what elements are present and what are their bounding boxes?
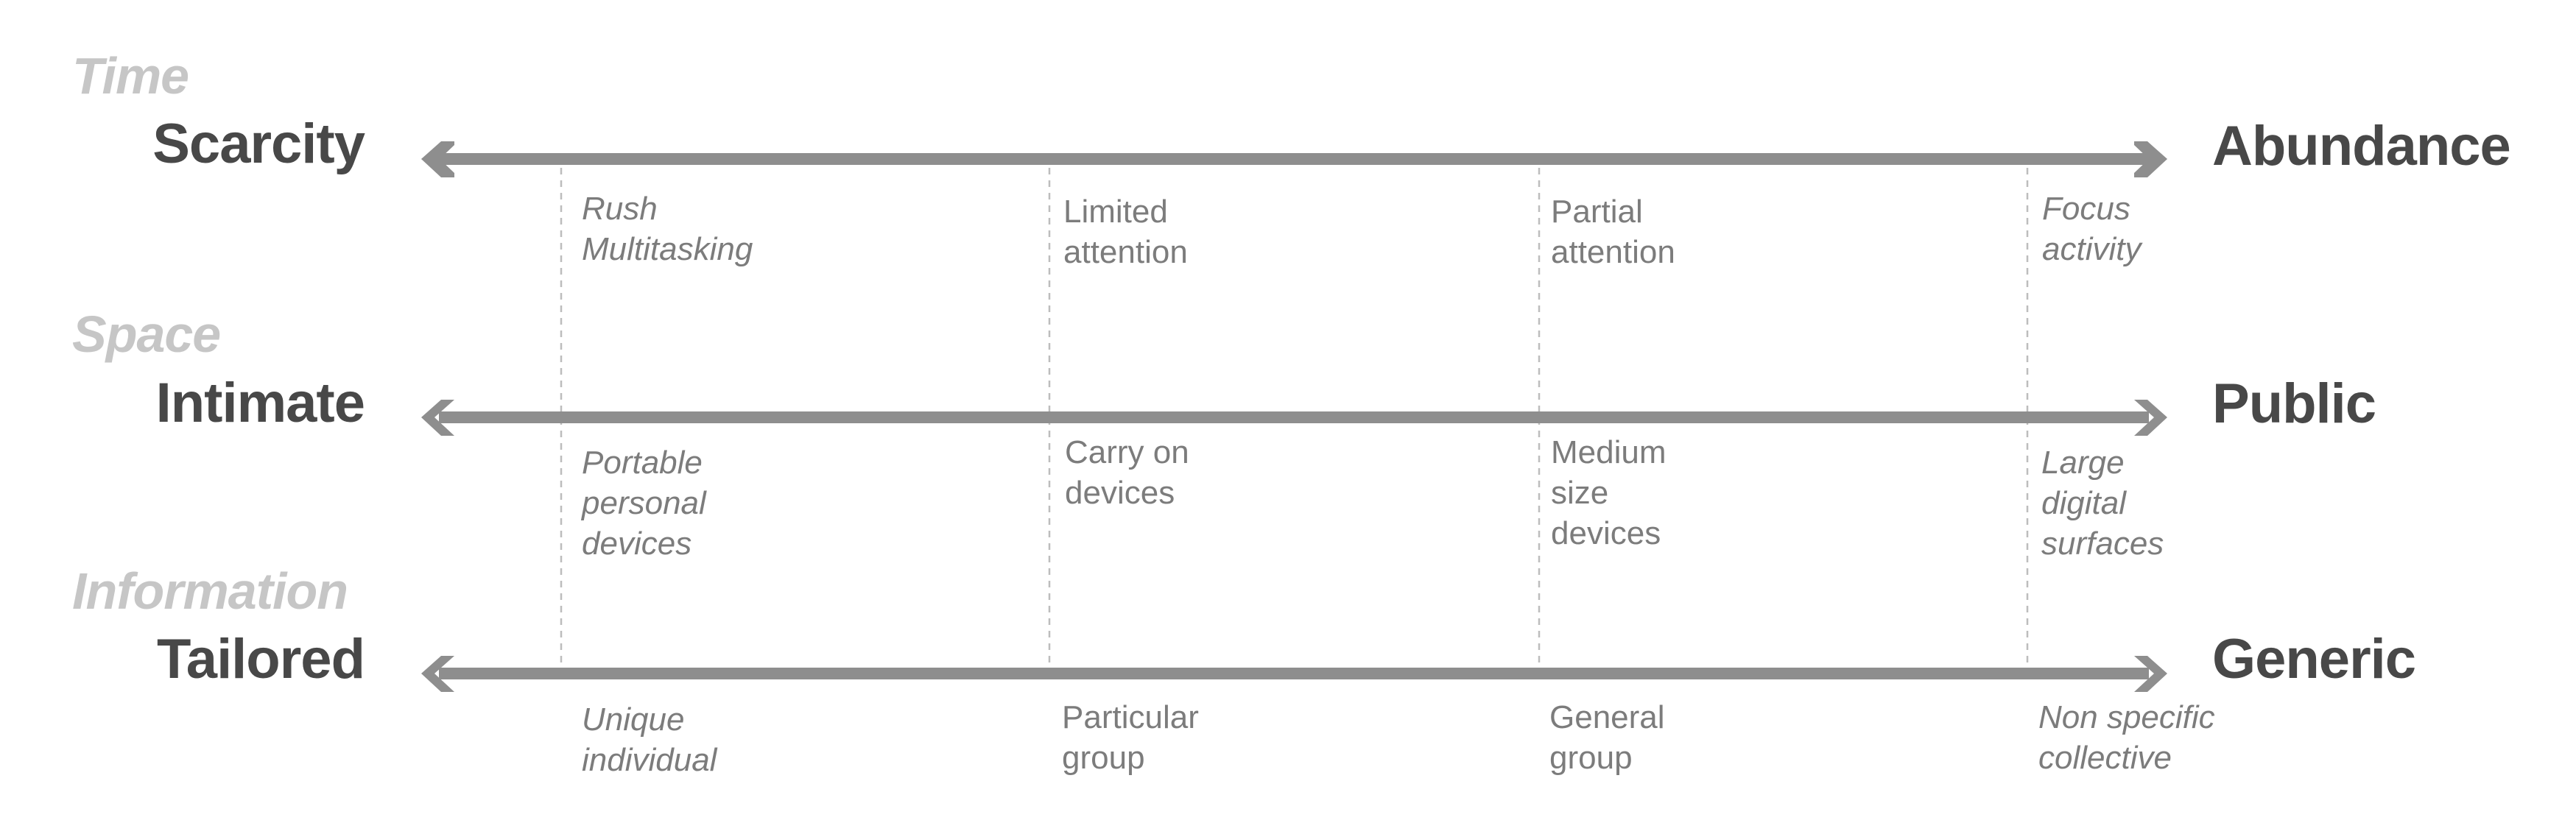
scale-point-focus-activity: Focus activity (2042, 188, 2141, 269)
double-arrow-information (421, 656, 2167, 692)
double-arrow-time (421, 141, 2167, 177)
note-line: size (1551, 475, 1609, 511)
scale-point-large-digital-surfaces: Large digital surfaces (2041, 442, 2164, 564)
category-label-space: Space (72, 305, 221, 363)
arrow-right-head-icon (2134, 141, 2167, 177)
note-line: General (1549, 699, 1665, 735)
pole-right-public: Public (2212, 372, 2376, 435)
note-line: Limited (1063, 194, 1168, 230)
note-line: attention (1551, 234, 1675, 270)
arrow-right-head-icon (2134, 400, 2167, 436)
note-line: Medium (1551, 434, 1667, 470)
double-arrow-space (421, 400, 2167, 436)
note-line: Non specific (2038, 699, 2215, 735)
note-line: Unique (582, 701, 685, 738)
note-line: devices (1065, 475, 1175, 511)
scale-point-unique-individual: Unique individual (582, 699, 717, 780)
scale-point-particular-group: Particular group (1062, 697, 1199, 778)
scale-point-limited-attention: Limited attention (1063, 191, 1188, 272)
note-line: personal (582, 485, 706, 521)
note-line: attention (1063, 234, 1188, 270)
dashed-dividers (560, 168, 2029, 667)
note-line: Partial (1551, 194, 1643, 230)
note-line: Focus (2042, 191, 2130, 227)
arrow-left-head-icon (421, 400, 454, 436)
arrow-left-head-icon (421, 141, 454, 177)
note-line: digital (2041, 485, 2126, 521)
scale-point-medium-size-devices: Medium size devices (1551, 432, 1667, 554)
note-line: Multitasking (582, 231, 753, 267)
pole-right-generic: Generic (2212, 628, 2416, 690)
note-line: devices (1551, 515, 1661, 551)
note-line: Particular (1062, 699, 1199, 735)
scale-point-partial-attention: Partial attention (1551, 191, 1675, 272)
pole-left-intimate: Intimate (155, 372, 365, 434)
scale-point-non-specific-collective: Non specific collective (2038, 697, 2215, 778)
note-line: group (1062, 740, 1145, 776)
note-line: individual (582, 742, 717, 778)
pole-left-scarcity: Scarcity (152, 113, 365, 175)
note-line: collective (2038, 740, 2172, 776)
pole-left-tailored: Tailored (157, 628, 365, 690)
scale-point-rush-multitasking: Rush Multitasking (582, 188, 753, 269)
category-label-information: Information (72, 562, 348, 620)
note-line: Large (2041, 445, 2125, 481)
note-line: devices (582, 526, 692, 562)
note-line: group (1549, 740, 1633, 776)
note-line: Portable (582, 445, 703, 481)
note-line: Carry on (1065, 434, 1189, 470)
pole-right-abundance: Abundance (2212, 115, 2511, 177)
arrow-left-head-icon (421, 656, 454, 692)
arrow-right-head-icon (2134, 656, 2167, 692)
note-line: activity (2042, 231, 2142, 267)
note-line: surfaces (2041, 526, 2164, 562)
scale-point-portable-personal-devices: Portable personal devices (582, 442, 706, 564)
scale-point-general-group: General group (1549, 697, 1665, 778)
category-label-time: Time (72, 47, 189, 105)
scale-point-carry-on-devices: Carry on devices (1065, 432, 1189, 513)
note-line: Rush (582, 191, 658, 227)
